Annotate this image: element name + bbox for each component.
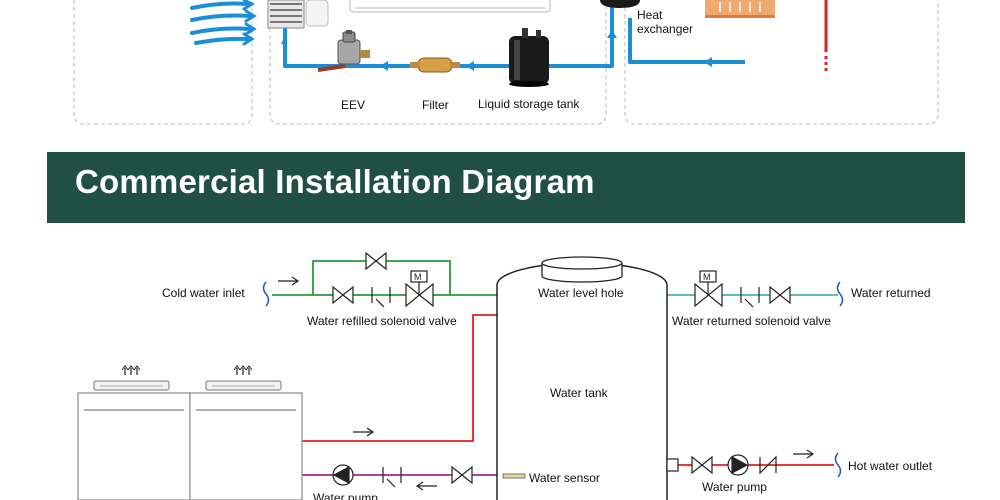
- dashed-box-left: [73, 0, 253, 125]
- outlet-valve-icon: [691, 455, 713, 475]
- label-water-sensor: Water sensor: [529, 471, 600, 485]
- liquid-storage-tank-icon: [509, 28, 549, 87]
- strainer-loop-icon: [382, 467, 402, 488]
- label-water-level-hole: Water level hole: [538, 286, 624, 300]
- refill-solenoid-valve-icon: [405, 270, 434, 308]
- label-water-tank: Water tank: [550, 386, 609, 400]
- eev-icon: [317, 30, 370, 72]
- label-water-pump-right: Water pump: [702, 480, 767, 494]
- heat-pump-unit-2: [189, 365, 303, 500]
- loop-pump-icon: [332, 464, 354, 486]
- outlet-pump-icon: [727, 454, 749, 476]
- cold-inlet-arrow-icon: [278, 276, 300, 286]
- strainer-left-icon: [371, 287, 391, 308]
- condenser-frame: [349, 0, 551, 13]
- hot-flow-arrow-icon: [353, 427, 375, 437]
- water-tank: [496, 256, 679, 500]
- top-section: Heat exchanger EEV Filter Liquid storage…: [73, 0, 939, 125]
- section-banner: Commercial Installation Diagram: [47, 152, 965, 223]
- bypass-valve-icon: [365, 251, 387, 271]
- label-liquid-storage-tank: Liquid storage tank: [478, 97, 580, 111]
- return-solenoid-valve-icon: [694, 270, 723, 308]
- label-heat-exchanger-line2: exchanger: [637, 22, 693, 36]
- cold-inlet-wave: [262, 281, 270, 307]
- section-title: Commercial Installation Diagram: [75, 163, 595, 200]
- refrigerant-flow-arrows: [281, 30, 712, 71]
- outlet-wave: [834, 452, 842, 478]
- heat-pump-unit-1: [77, 365, 191, 500]
- motor-symbol-left: M: [414, 272, 422, 282]
- heat-exchanger-icon: [600, 0, 640, 8]
- label-water-returned: Water returned: [851, 286, 931, 300]
- installation-diagram: M M: [77, 251, 933, 500]
- filter-icon: [410, 57, 460, 73]
- label-filter: Filter: [422, 98, 449, 112]
- label-water-returned-solenoid-valve: Water returned solenoid valve: [672, 314, 831, 328]
- return-valve-icon: [769, 285, 791, 305]
- return-wave: [836, 281, 844, 307]
- evaporator-coil: [267, 0, 329, 29]
- airflow-arrows: [190, 0, 257, 46]
- label-water-refilled-solenoid-valve: Water refilled solenoid valve: [307, 314, 457, 328]
- motor-symbol-right: M: [703, 272, 711, 282]
- floor-heating-icon: [705, 0, 775, 18]
- label-heat-exchanger-line1: Heat: [637, 8, 663, 22]
- label-water-pump-left: Water pump: [313, 491, 378, 500]
- dashed-box-right: [624, 0, 939, 125]
- outlet-arrow-icon: [793, 449, 815, 459]
- label-cold-water-inlet: Cold water inlet: [162, 286, 245, 300]
- loop-arrow-icon: [415, 481, 437, 491]
- label-hot-water-outlet: Hot water outlet: [848, 459, 933, 473]
- loop-valve-icon: [451, 465, 473, 485]
- strainer-right-icon: [740, 287, 760, 308]
- dashed-box-middle: [269, 0, 607, 125]
- label-eev: EEV: [341, 98, 365, 112]
- refill-valve-icon: [332, 285, 354, 305]
- check-valve-icon: [759, 455, 777, 475]
